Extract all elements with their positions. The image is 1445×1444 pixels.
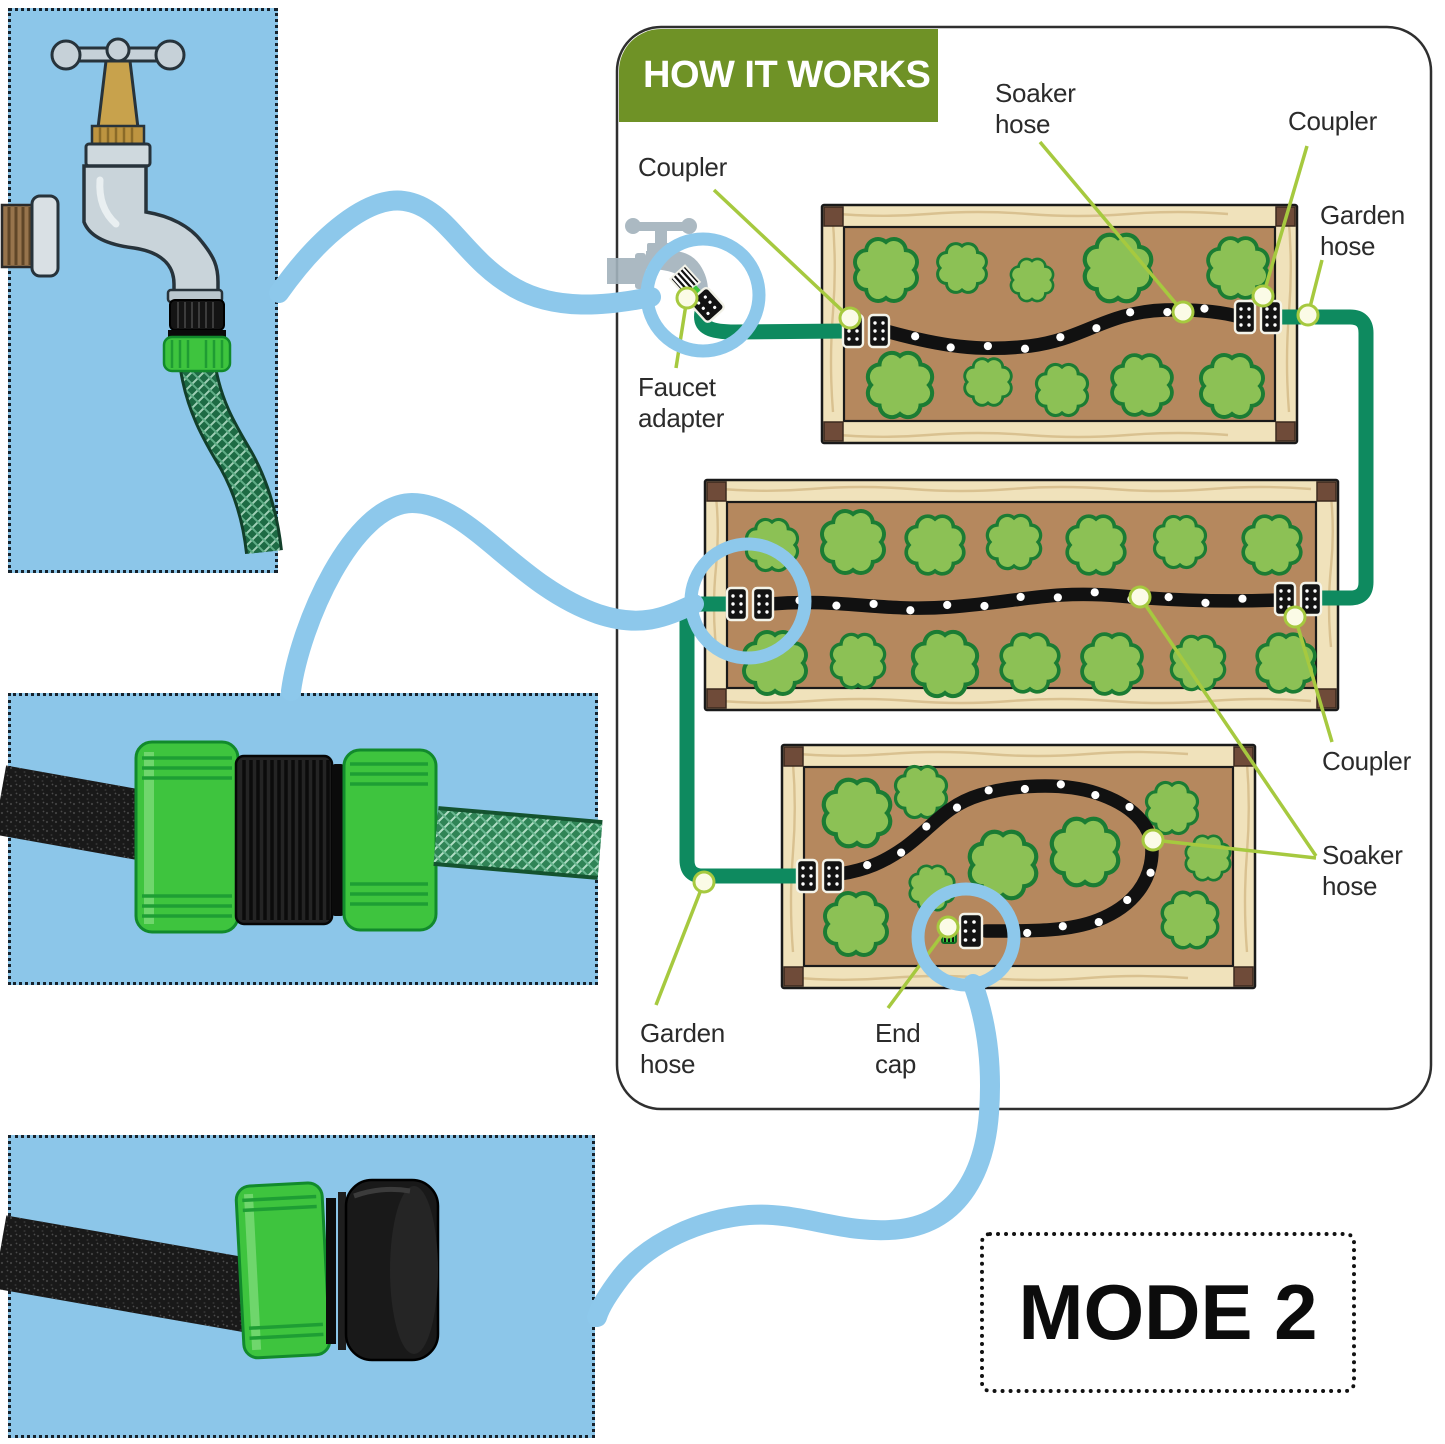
soaker-hose-pore-dot [1127, 595, 1136, 604]
highlight-circle-icon [911, 882, 1021, 992]
leader-lines [654, 140, 1334, 1010]
coupler-icon [795, 858, 845, 894]
soaker-hose-bed3 [833, 779, 1159, 938]
bed-plants [824, 764, 1232, 957]
highlight-circles [640, 232, 1021, 992]
soaker-hose-bed1 [879, 303, 1247, 356]
faucet-adapter-icon [668, 264, 725, 323]
page-title: HOW IT WORKS [643, 54, 931, 96]
mode-badge-label: MODE 2 [1018, 1268, 1318, 1356]
coupler-icon [1273, 581, 1323, 617]
connector-curve-faucet [269, 190, 661, 315]
label-coupler-top-right: Coupler [1288, 106, 1377, 136]
bed-soil [842, 225, 1277, 423]
mode-badge: MODE 2 [980, 1232, 1356, 1393]
end-cap-photo-box [8, 1135, 595, 1438]
soaker-hose-pore-dot [1143, 833, 1152, 842]
bed-plants [853, 235, 1270, 417]
soaker-hose-pore-dot [946, 343, 955, 352]
soaker-hose-pore-dot [1056, 333, 1065, 342]
soaker-hose-pore-dot [1126, 308, 1135, 317]
soaker-hose-pore-dot [863, 861, 872, 870]
bed-soil [802, 765, 1235, 968]
callout-dots [675, 284, 1320, 939]
soaker-hose-pore-dot [795, 596, 804, 605]
garden-hose-paths [679, 309, 1374, 884]
soaker-hose-pore-dot [1238, 594, 1247, 603]
fittings [668, 264, 1323, 950]
end-cap-icon [941, 912, 984, 950]
soaker-hose-bed2 [763, 587, 1285, 615]
label-coupler-top-left: Coupler [638, 152, 727, 182]
faucet-photo-box [8, 8, 278, 573]
label-faucet-adapter: Faucet adapter [638, 372, 725, 433]
label-garden-hose-bottom: Garden hose [640, 1018, 725, 1079]
label-end-cap: End cap [875, 1018, 921, 1079]
soaker-hose-pore-dot [906, 606, 915, 615]
soaker-hose-paths [763, 303, 1285, 938]
coupler-photo-box [8, 693, 598, 985]
soaker-hose-pore-dot [1020, 784, 1029, 794]
highlight-circle-icon [684, 537, 812, 665]
soaker-hose-pore-dot [1023, 928, 1032, 938]
coupler-icon [841, 313, 891, 349]
coupler-icon [725, 586, 775, 622]
garden-hose-bed2-to-bed3 [679, 596, 800, 884]
garden-bed-1 [820, 203, 1299, 445]
soaker-hose-pore-dot [1200, 304, 1209, 313]
bed-frame [780, 743, 1257, 990]
label-soaker-hose-top: Soaker hose [995, 78, 1076, 139]
soaker-hose-pore-dot [1053, 593, 1062, 602]
soaker-hose-pore-dot [1146, 868, 1155, 877]
soaker-hose-pore-dot [832, 601, 841, 610]
soaker-hose-pore-dot [980, 601, 989, 611]
garden-hose-faucet-to-bed1 [694, 310, 847, 340]
soaker-hose-pore-dot [1056, 780, 1065, 789]
faucet-silhouette-icon [607, 218, 708, 299]
label-coupler-middle-right: Coupler [1322, 746, 1411, 776]
soaker-hose-pore-dot [983, 341, 992, 351]
garden-hose-bed1-to-bed2 [1279, 309, 1374, 606]
garden-bed-3 [780, 743, 1257, 990]
soaker-hose-pore-dot [1094, 917, 1103, 927]
connector-curve-coupler [281, 492, 704, 701]
soaker-hose-pore-dot [984, 786, 993, 795]
soaker-hose-pore-dot [1123, 895, 1132, 905]
bed-frame [820, 203, 1299, 445]
bed-plants [742, 509, 1317, 696]
how-it-works-panel [615, 25, 1433, 1111]
soaker-hose-pore-dot [1125, 802, 1134, 812]
highlight-circle-icon [640, 232, 766, 358]
soaker-hose-pore-dot [1164, 592, 1173, 602]
soaker-hose-pore-dot [1163, 308, 1172, 317]
soaker-hose-pore-dot [922, 822, 931, 831]
bed-soil [725, 500, 1318, 690]
soaker-hose-pore-dot [911, 332, 920, 341]
soaker-hose-pore-dot [1090, 588, 1099, 597]
garden-bed-2 [703, 478, 1340, 712]
label-garden-hose-right: Garden hose [1320, 200, 1405, 261]
soaker-hose-pore-dot [943, 600, 952, 610]
soaker-hose-pore-dot [897, 848, 906, 857]
soaker-hose-pore-dot [952, 803, 962, 812]
soaker-hose-pore-dot [1092, 324, 1101, 333]
soaker-hose-pore-dot [1016, 592, 1025, 602]
label-soaker-hose-middle-right: Soaker hose [1322, 840, 1403, 901]
soaker-hose-pore-dot [1058, 922, 1067, 931]
soaker-hose-pore-dot [869, 599, 878, 609]
soaker-hose-pore-dot [1201, 598, 1210, 607]
coupler-icon [1233, 299, 1283, 335]
soaker-hose-pore-dot [1020, 344, 1030, 353]
how-it-works-header: HOW IT WORKS [619, 29, 938, 122]
soaker-hose-pore-dot [1091, 790, 1100, 800]
bed-frame [703, 478, 1340, 712]
